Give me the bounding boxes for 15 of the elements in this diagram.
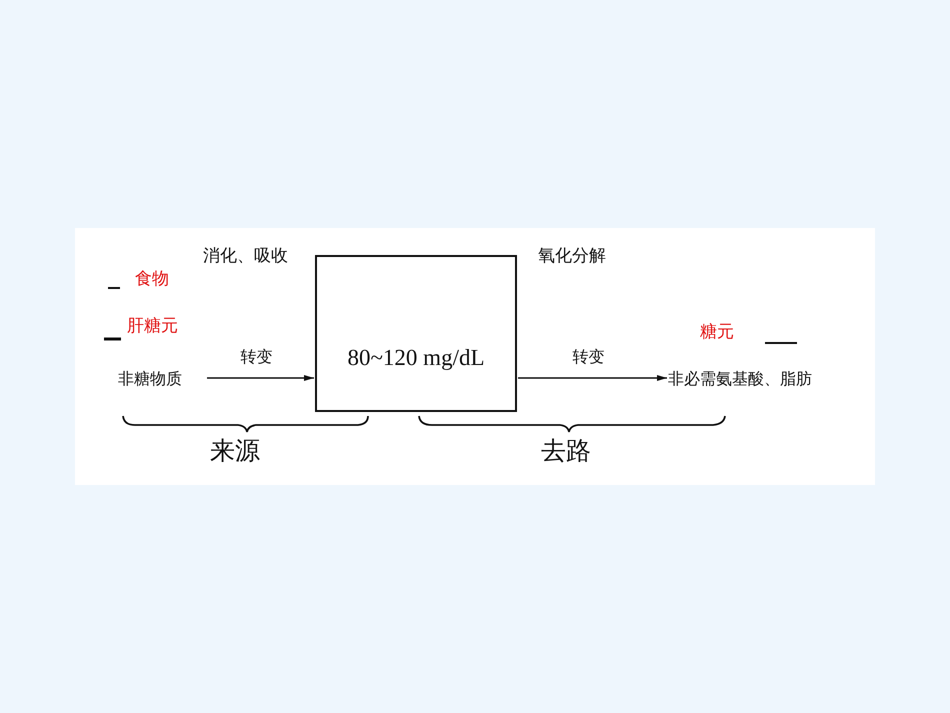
answer-text: 肝糖元 [127,316,178,336]
brace-label: 去路 [541,436,591,466]
arrow [207,375,314,381]
process-label: 消化、吸收 [203,246,288,266]
arrow [518,375,667,381]
process-label: 氧化分解 [538,246,606,266]
edge-label: 转变 [240,347,272,367]
substance-text: 非糖物质 [118,369,206,389]
process-box [315,255,517,412]
substance-text: 非必需氨基酸、脂肪 [668,369,852,389]
answer-text: 糖元 [700,322,734,342]
brace-label: 来源 [210,436,260,466]
answer-text: 食物 [135,269,169,290]
value-text: 80~120 mg/dL [347,345,485,371]
edge-label: 转变 [572,347,604,367]
